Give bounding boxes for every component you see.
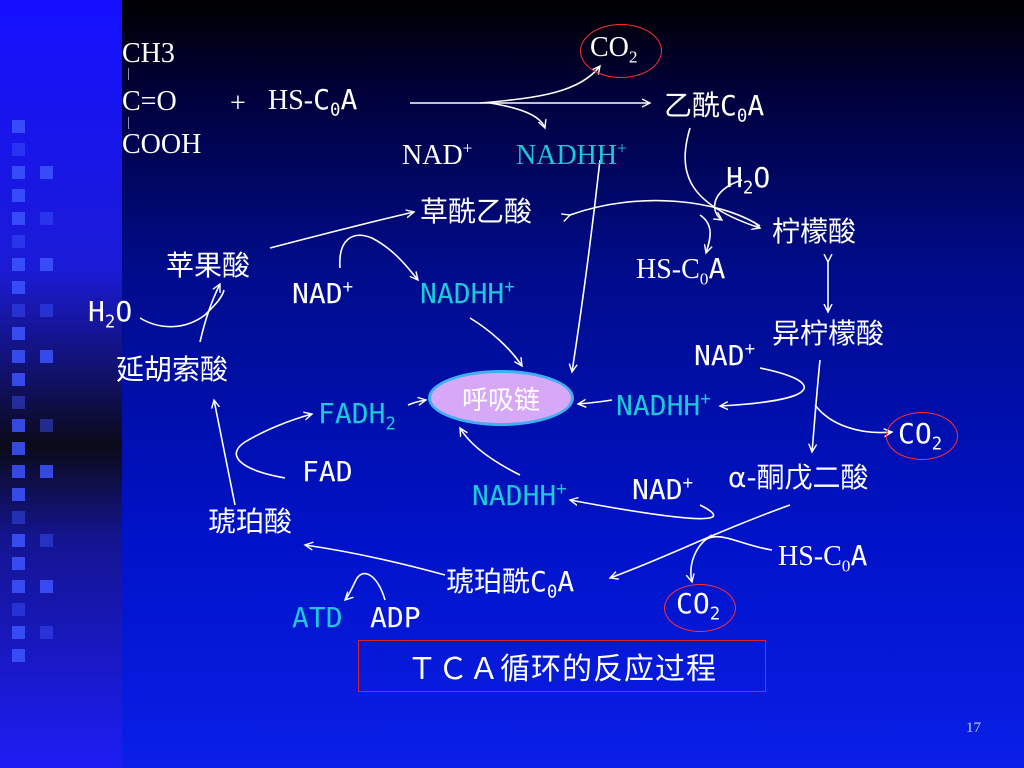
arrow-fumarate-to-malate — [199, 284, 221, 343]
malate: 苹果酸 — [166, 249, 251, 282]
arrow-akg-to-succinylcoa — [610, 504, 791, 578]
isocitrate: 异柠檬酸 — [772, 317, 885, 350]
arrow-hscoa-release — [699, 214, 710, 253]
hs-coa-top: HS-C0A — [268, 83, 358, 121]
arrow-h2o-in — [715, 179, 743, 220]
co2-top: CO2 — [590, 32, 638, 67]
succinyl-coa: 琥珀酰C0A — [446, 565, 575, 603]
plus-sign: + — [230, 88, 246, 119]
slide-title: ＴＣＡ循环的反应过程 — [358, 640, 766, 692]
nadh-akg: NADHH+ — [472, 479, 567, 512]
nad-malate: NAD+ — [292, 277, 354, 310]
succinate: 琥珀酸 — [208, 505, 293, 538]
h2o-citrate: H2O — [726, 161, 771, 199]
arrow-nadh-to-chain-right — [578, 400, 613, 404]
nad-akg: NAD+ — [632, 473, 694, 506]
bond-line-bottom — [128, 117, 129, 129]
alpha-ketoglutarate: α-酮戊二酸 — [728, 461, 869, 494]
arrow-fadh2-to-chain — [407, 400, 426, 405]
co2-akg: CO2 — [676, 587, 721, 625]
decorative-sidebar — [0, 0, 122, 768]
arrow-co2-isocitrate — [814, 404, 892, 433]
fumarate: 延胡索酸 — [116, 353, 229, 386]
pyruvate-cooh: COOH — [122, 129, 202, 160]
hs-coa-citrate: HS-C0A — [636, 252, 726, 289]
arrow-succinylcoa-to-succinate — [305, 545, 446, 576]
arrow-co2-akg — [691, 534, 713, 582]
arrow-oxaloacetate-to-citrate — [570, 199, 761, 227]
hs-coa-akg: HS-C0A — [778, 539, 868, 576]
nadh-isocitrate: NADHH+ — [616, 389, 711, 422]
fadh2: FADH2 — [318, 397, 396, 435]
acetyl-coa: 乙酰C0A — [664, 89, 765, 127]
arrow-nad-reduction-top — [489, 102, 545, 128]
co2-isocitrate: CO2 — [898, 417, 943, 455]
arrow-nad-isocitrate — [720, 367, 805, 406]
arrow-nad-akg — [570, 500, 715, 520]
oxaloacetate: 草酰乙酸 — [420, 195, 533, 228]
arrow-nadh-to-chain-left — [469, 317, 522, 366]
arrow-nadh-to-chain-bottom — [460, 428, 521, 476]
nad-top: NAD+ — [402, 138, 473, 171]
arrow-isocitrate-to-akg — [812, 359, 821, 452]
arrow-hscoa-akg — [704, 535, 773, 551]
citrate: 柠檬酸 — [772, 215, 857, 248]
pyruvate-co: C=O — [122, 86, 177, 117]
page-number: 17 — [966, 720, 981, 736]
nadh-malate: NADHH+ — [420, 277, 515, 310]
arrow-fad-to-fadh2 — [235, 414, 312, 479]
arrow-adp-atd — [345, 572, 386, 600]
pyruvate-ch3: CH3 — [122, 38, 175, 69]
arrow-malate-to-oxaloacetate — [269, 212, 414, 249]
arrow-co2-release-top — [479, 66, 600, 104]
h2o-fumarate: H2O — [88, 295, 133, 333]
respiratory-chain: 呼吸链 — [428, 370, 574, 426]
arrow-acetylcoa-to-citrate — [684, 127, 760, 228]
bond-line-top — [128, 68, 129, 80]
arrow-h2o-to-malate — [139, 289, 225, 328]
arrow-nad-malate — [339, 234, 418, 280]
co2-highlight-isocitrate — [886, 412, 958, 460]
arrow-nadh-to-chain-top — [572, 159, 601, 372]
atd: ATD — [292, 601, 343, 634]
arrow-succinate-to-fumarate — [214, 400, 236, 506]
co2-highlight-akg — [664, 584, 736, 632]
co2-highlight-top — [580, 24, 662, 78]
fad: FAD — [302, 455, 353, 488]
adp: ADP — [370, 601, 421, 634]
nad-isocitrate: NAD+ — [694, 339, 756, 372]
nadh-top: NADHH+ — [516, 138, 627, 171]
